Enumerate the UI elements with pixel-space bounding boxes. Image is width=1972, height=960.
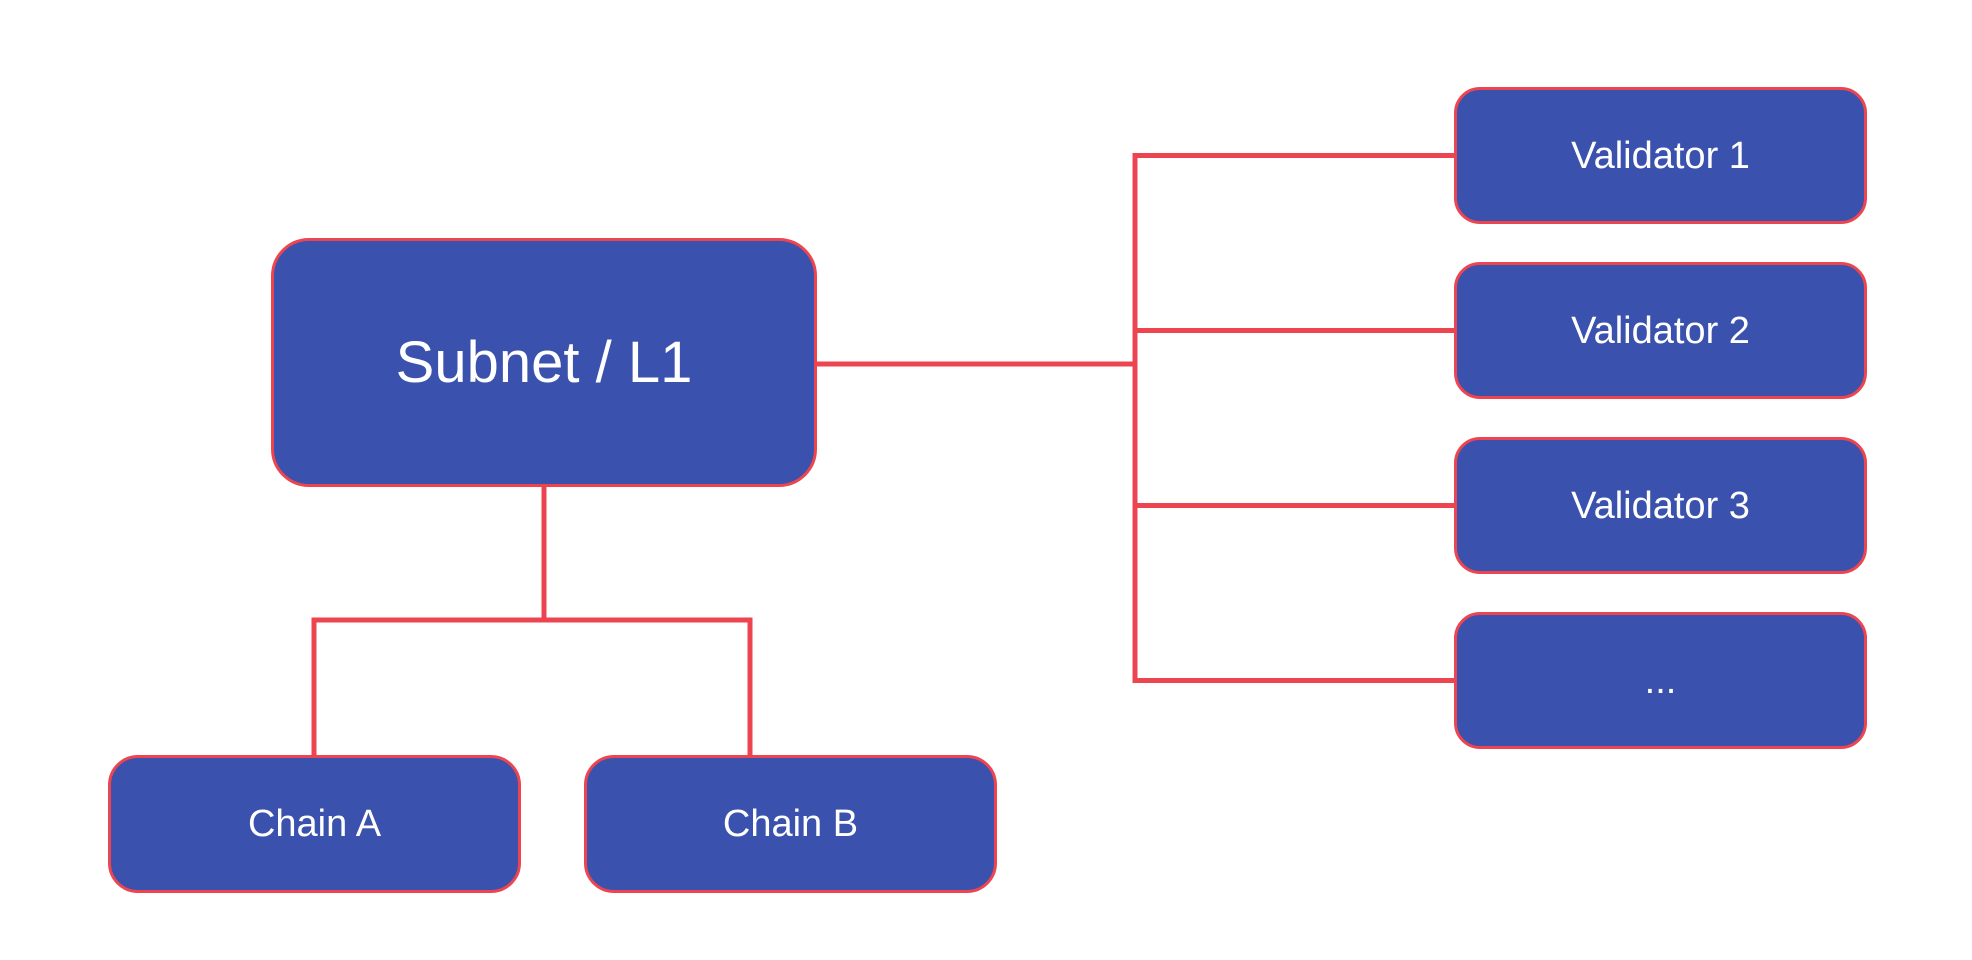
validator-1-node: Validator 1 — [1454, 87, 1867, 224]
validator-trunk-line — [1132, 153, 1454, 683]
subnet-l1-node: Subnet / L1 — [271, 238, 817, 487]
validators-more-label: ... — [1644, 659, 1677, 702]
validator-2-node: Validator 2 — [1454, 262, 1867, 399]
validator-1-label: Validator 1 — [1571, 134, 1750, 177]
validator-2-label: Validator 2 — [1571, 309, 1750, 352]
chain-b-label: Chain B — [722, 803, 859, 845]
subnet-l1-label: Subnet / L1 — [395, 329, 693, 395]
validator-3-node: Validator 3 — [1454, 437, 1867, 574]
validator-3-label: Validator 3 — [1571, 484, 1750, 527]
chains-bracket-line — [311, 617, 753, 755]
chain-a-node: Chain A — [108, 755, 521, 893]
validators-more-node: ... — [1454, 612, 1867, 749]
chain-a-label: Chain A — [247, 803, 382, 845]
chain-b-node: Chain B — [584, 755, 997, 893]
